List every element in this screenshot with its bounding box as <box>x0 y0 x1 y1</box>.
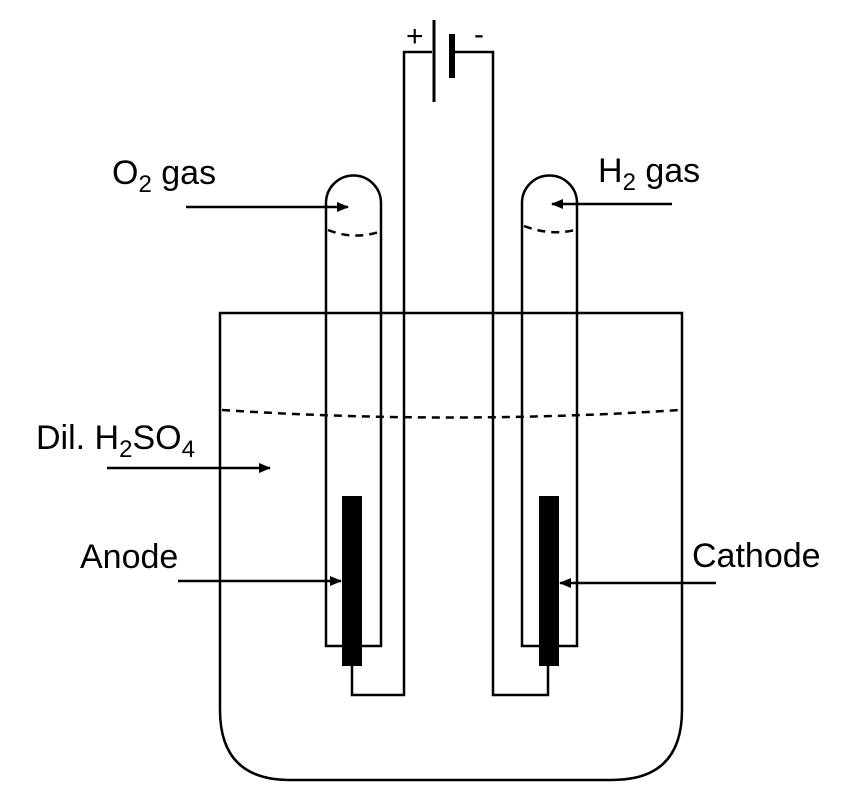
hydrogen-gas-level <box>523 224 576 234</box>
battery-negative-label: - <box>474 18 484 51</box>
oxygen-label: O2 gas <box>112 154 216 198</box>
oxygen-gas-level <box>327 228 380 237</box>
cathode-wire <box>452 50 550 697</box>
battery <box>432 20 455 102</box>
electrolyte-surface <box>221 408 681 419</box>
hydrogen-test-tube <box>520 174 579 648</box>
oxygen-test-tube <box>324 174 383 648</box>
cathode-electrode <box>539 496 559 666</box>
anode-label: Anode <box>80 538 178 576</box>
battery-positive-label: + <box>406 20 424 53</box>
hydrogen-label: H2 gas <box>598 152 700 196</box>
cathode-label: Cathode <box>692 537 821 575</box>
anode-wire <box>350 50 432 697</box>
anode-electrode <box>342 496 362 666</box>
electrolyte-label: Dil. H2SO4 <box>36 419 195 463</box>
beaker <box>218 311 684 782</box>
